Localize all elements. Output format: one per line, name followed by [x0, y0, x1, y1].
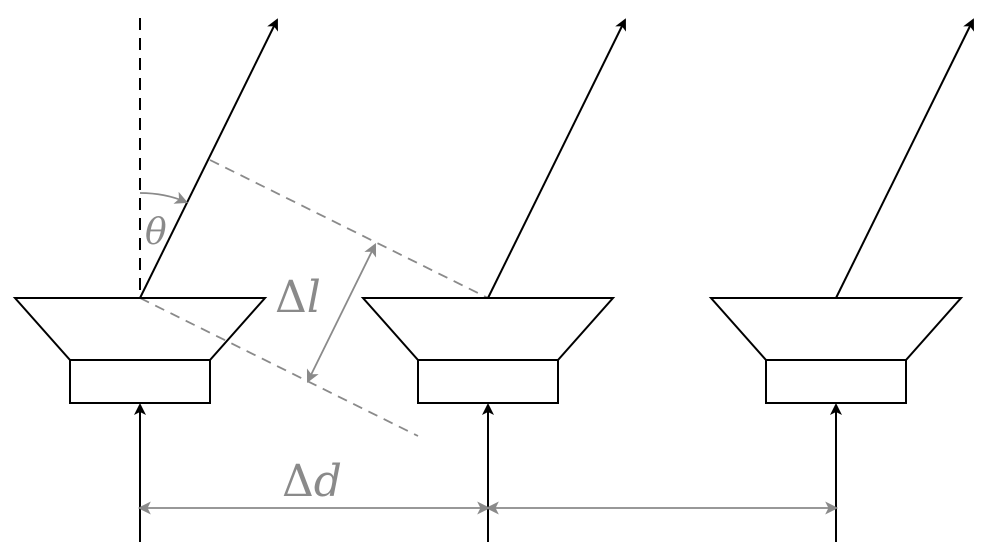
theta-angle-arc — [139, 191, 188, 204]
antenna-feed-box — [69, 359, 211, 404]
element-spacing-label: Δd — [282, 456, 342, 507]
wavefront-line-upper — [209, 159, 489, 299]
beam-direction-arrow-icon — [835, 18, 974, 299]
element-spacing-variable: d — [314, 456, 342, 507]
path-difference-label: Δl — [275, 272, 321, 323]
beam-direction-arrow-icon — [487, 18, 626, 299]
horn-antenna-icon — [360, 297, 616, 361]
element-spacing-delta: Δ — [282, 456, 314, 507]
antenna-element-3 — [708, 18, 974, 542]
antenna-feed-box — [417, 359, 559, 404]
theta-label: θ — [145, 212, 167, 253]
beam-direction-arrow-icon — [139, 18, 278, 299]
path-difference-variable: l — [307, 272, 321, 323]
path-difference-delta: Δ — [275, 272, 307, 323]
antenna-element-1 — [12, 18, 278, 542]
wavefront-line-lower — [139, 297, 419, 437]
antenna-element-2 — [360, 18, 626, 542]
horn-antenna-icon — [708, 297, 964, 361]
antenna-feed-box — [765, 359, 907, 404]
horn-antenna-icon — [12, 297, 268, 361]
path-difference-arrow — [306, 243, 377, 383]
